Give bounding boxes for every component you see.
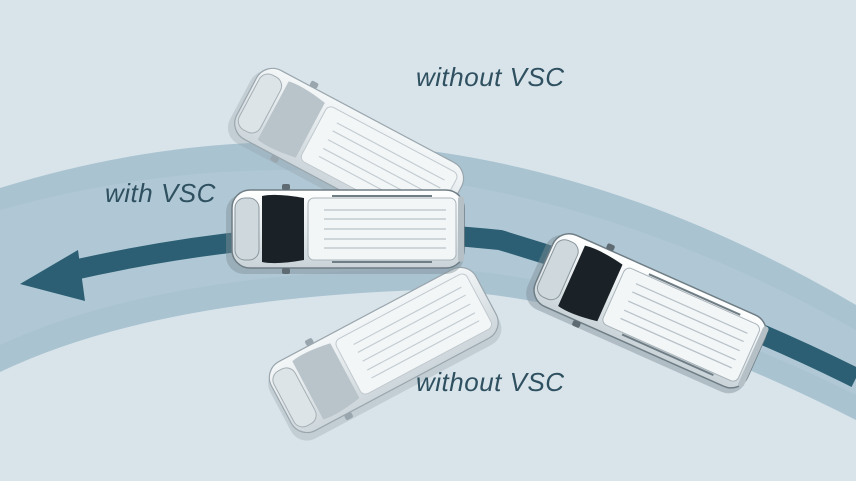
label-without-vsc-top: without VSC (416, 62, 565, 92)
van-icon (225, 183, 465, 275)
label-without-vsc-bottom: without VSC (416, 367, 565, 397)
label-with-vsc: with VSC (105, 178, 216, 208)
road-band-inner (0, 170, 856, 395)
